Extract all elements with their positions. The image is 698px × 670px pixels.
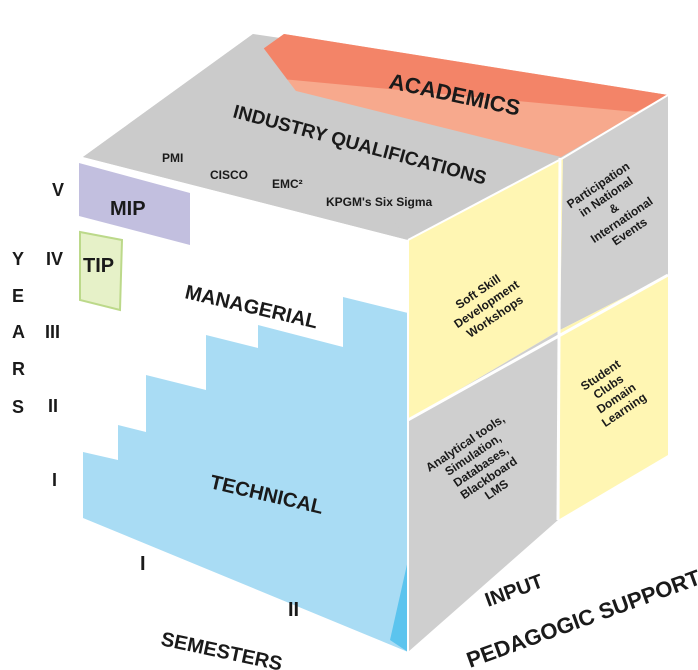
mip-label: MIP xyxy=(110,198,146,220)
pedagogic-supports-label: PEDAGOGIC SUPPORTS xyxy=(463,560,698,670)
industry-item-cisco: CISCO xyxy=(210,168,248,182)
svg-text:Y: Y xyxy=(12,249,24,269)
svg-text:S: S xyxy=(12,397,24,417)
semester-level-ii: II xyxy=(288,599,299,621)
right-face xyxy=(407,94,669,652)
year-level-ii: II xyxy=(48,396,58,416)
years-levels: V IV III II I xyxy=(45,180,64,490)
tip-note xyxy=(79,230,124,312)
tip-label: TIP xyxy=(83,255,114,277)
industry-item-pmi: PMI xyxy=(162,151,183,165)
years-axis-title: Y E A R S xyxy=(12,249,25,417)
year-level-v: V xyxy=(52,180,64,200)
semesters-axis-title: SEMESTERS xyxy=(159,628,284,670)
year-level-i: I xyxy=(52,470,57,490)
svg-text:R: R xyxy=(12,359,25,379)
svg-text:A: A xyxy=(12,322,25,342)
svg-text:E: E xyxy=(12,286,24,306)
semester-level-i: I xyxy=(140,553,146,575)
year-level-iii: III xyxy=(45,322,60,342)
industry-item-emc: EMC² xyxy=(272,177,303,191)
industry-item-six-sigma: KPGM's Six Sigma xyxy=(326,195,433,209)
technical-area xyxy=(83,297,408,652)
year-level-iv: IV xyxy=(46,249,63,269)
mip-block xyxy=(79,163,190,245)
